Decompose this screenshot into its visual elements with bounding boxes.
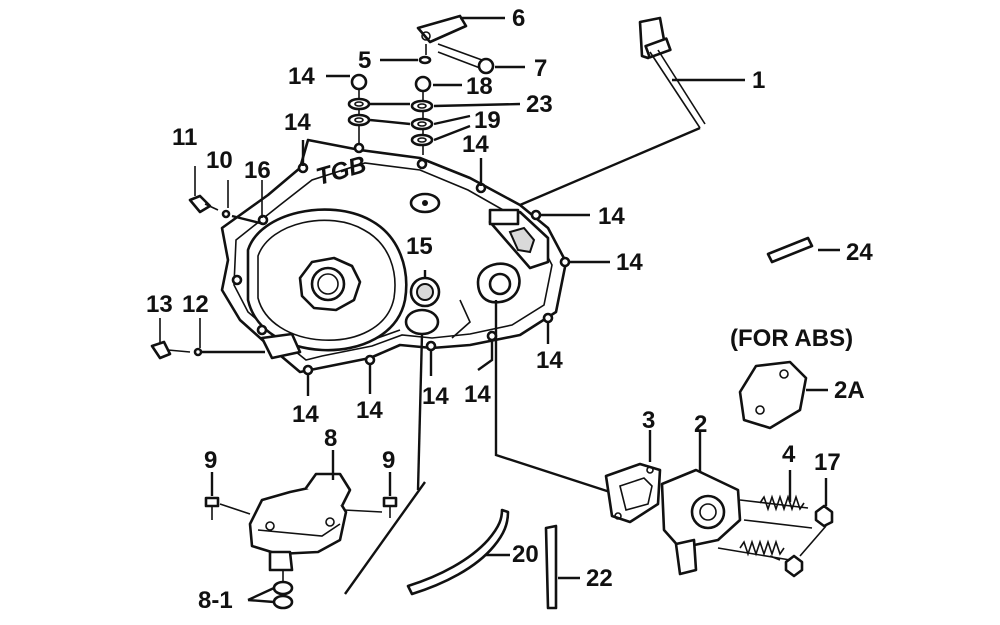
label-14-bottom-left: 14 [292, 401, 319, 428]
oil-pump-assembly [604, 430, 834, 578]
label-23: 23 [526, 91, 553, 118]
label-2: 2 [694, 411, 707, 438]
label-9-left: 9 [204, 447, 217, 474]
label-14-bottom-left-center: 14 [356, 397, 383, 424]
label-14-right: 14 [616, 249, 643, 276]
label-2a: 2A [834, 377, 865, 404]
label-12: 12 [182, 291, 209, 318]
label-24: 24 [846, 239, 873, 266]
label-8-1: 8-1 [198, 587, 233, 614]
label-8: 8 [324, 425, 337, 452]
label-14-bottom-center: 14 [422, 383, 449, 410]
label-3: 3 [642, 407, 655, 434]
for-abs-note: (FOR ABS) [730, 325, 853, 352]
label-6: 6 [512, 5, 525, 32]
label-7: 7 [534, 55, 547, 82]
label-10: 10 [206, 147, 233, 174]
top-bracket-parts [326, 14, 525, 155]
label-16: 16 [244, 157, 271, 184]
label-22: 22 [586, 565, 613, 592]
label-17: 17 [814, 449, 841, 476]
label-14-right-upper: 14 [598, 203, 625, 230]
label-11: 11 [172, 124, 197, 151]
abs-cover-plate [738, 360, 828, 430]
label-14-cover-top-right: 14 [462, 131, 489, 158]
label-9-right: 9 [382, 447, 395, 474]
label-1: 1 [752, 67, 765, 94]
water-pump-assembly [204, 450, 398, 610]
label-14-top-left: 14 [288, 63, 315, 90]
label-14-bottom-center-right: 14 [464, 381, 491, 408]
label-13: 13 [146, 291, 173, 318]
label-14-cover-upper: 14 [284, 109, 311, 136]
label-15: 15 [406, 233, 433, 260]
oil-dipstick [519, 16, 745, 207]
crankcase-cover: TGB [220, 138, 568, 374]
hose-and-band [406, 508, 580, 610]
label-20: 20 [512, 541, 539, 568]
left-bolts [150, 166, 265, 360]
leader-lines-14 [301, 140, 611, 595]
label-5: 5 [358, 47, 371, 74]
part-labels: 1 2 2A 3 4 5 6 7 8 8-1 9 9 10 11 12 13 1… [146, 5, 873, 614]
label-4: 4 [782, 441, 796, 468]
label-14-bottom-right: 14 [536, 347, 563, 374]
label-19: 19 [474, 107, 501, 134]
part-24-pin [766, 236, 840, 264]
label-18: 18 [466, 73, 493, 100]
